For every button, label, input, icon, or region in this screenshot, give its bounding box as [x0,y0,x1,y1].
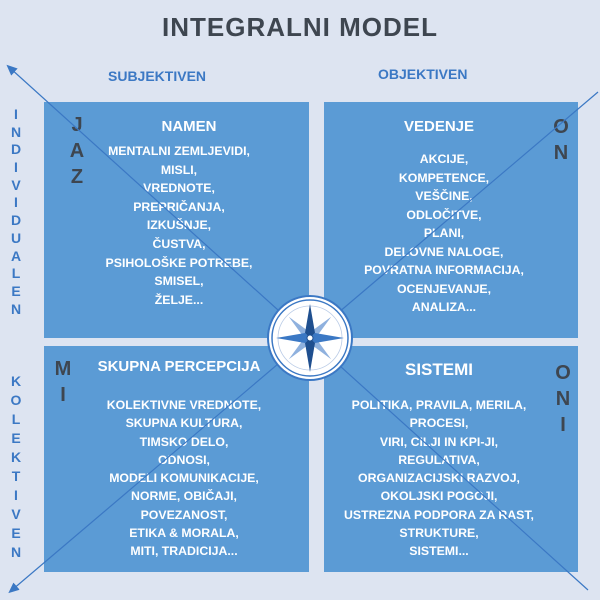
axis-label-objective: OBJEKTIVEN [378,66,468,82]
list-item: SMISEL, [154,274,204,289]
list-item: POVEZANOST, [140,507,228,522]
quadrant-items: POLITIKA, PRAVILA, MERILA, PROCESI, VIRI… [329,396,549,561]
list-item: DELOVNE NALOGE, [384,244,504,259]
list-item: VREDNOTE, [143,181,215,196]
quadrant-vedenje: VEDENJE AKCIJE, KOMPETENCE, VEŠČINE, ODL… [324,102,578,338]
quadrant-skupna-percepcija: SKUPNA PERCEPCIJA KOLEKTIVNE VREDNOTE, S… [44,346,309,572]
list-item: ODNOSI, [158,452,210,467]
list-item: STRUKTURE, [399,526,479,541]
pronoun-jaz: J A Z [69,114,85,188]
list-item: VEŠČINE, [415,189,473,203]
list-item: REGULATIVA, [398,452,480,467]
axis-label-subjective: SUBJEKTIVEN [108,68,207,84]
quadrant-heading: SKUPNA PERCEPCIJA [97,358,261,375]
list-item: IZKUŠNJE, [146,218,212,233]
list-item: MISLI, [160,162,198,177]
list-item: KOMPETENCE, [398,170,490,185]
list-item: TIMSKO DELO, [139,434,229,449]
quadrant-items: KOLEKTIVNE VREDNOTE, SKUPNA KULTURA, TIM… [74,396,294,561]
diagram-title: INTEGRALNI MODEL [162,12,438,42]
list-item: ČUSTVA, [152,236,206,251]
list-item: SKUPNA KULTURA, [125,416,243,431]
list-item: POVRATNA INFORMACIJA, [364,263,524,277]
list-item: PLANI, [423,226,465,240]
list-item: PSIHOLOŠKE POTREBE, [105,255,253,270]
axis-label-collective: K O L E K T I V E N [10,373,22,560]
quadrant-heading: VEDENJE [403,118,475,135]
quadrant-items: MENTALNI ZEMLJEVIDI, MISLI, VREDNOTE, PR… [84,142,274,309]
axis-label-individual: I N D I V I D U A L E N [10,106,22,317]
list-item: MODELI KOMUNIKACIJE, [109,471,259,486]
pronoun-on: O N [553,116,569,164]
list-item: ŽELJE... [154,292,204,307]
list-item: ANALIZA... [411,300,477,314]
list-item: OCENJEVANJE, [396,281,492,296]
quadrant-sistemi: SISTEMI POLITIKA, PRAVILA, MERILA, PROCE… [324,346,578,572]
list-item: USTREZNA PODPORA ZA RAST, [344,507,534,522]
list-item: ODLOČITVE, [406,207,482,222]
quadrant-heading: NAMEN [161,118,217,135]
list-item: OKOLJSKI POGOJI, [380,489,498,504]
list-item: SISTEMI... [409,544,469,559]
quadrant-items: AKCIJE, KOMPETENCE, VEŠČINE, ODLOČITVE, … [344,150,544,317]
list-item: VIRI, CILJI IN KPI-JI, [379,434,499,449]
pronoun-oni: O N I [555,362,571,436]
list-item: MENTALNI ZEMLJEVIDI, [108,144,250,158]
list-item: MITI, TRADICIJA... [130,544,238,559]
quadrant-heading: SISTEMI [404,360,473,379]
list-item: ETIKA & MORALA, [129,526,239,541]
list-item: NORME, OBIČAJI, [131,489,237,504]
list-item: PROCESI, [409,416,469,431]
pronoun-mi: M I [54,358,72,406]
list-item: PREPRIČANJA, [133,199,225,214]
list-item: POLITIKA, PRAVILA, MERILA, [351,398,527,412]
list-item: ORGANIZACIJSKI RAZVOJ, [358,471,520,486]
list-item: AKCIJE, [419,152,469,166]
list-item: KOLEKTIVNE VREDNOTE, [106,398,262,412]
